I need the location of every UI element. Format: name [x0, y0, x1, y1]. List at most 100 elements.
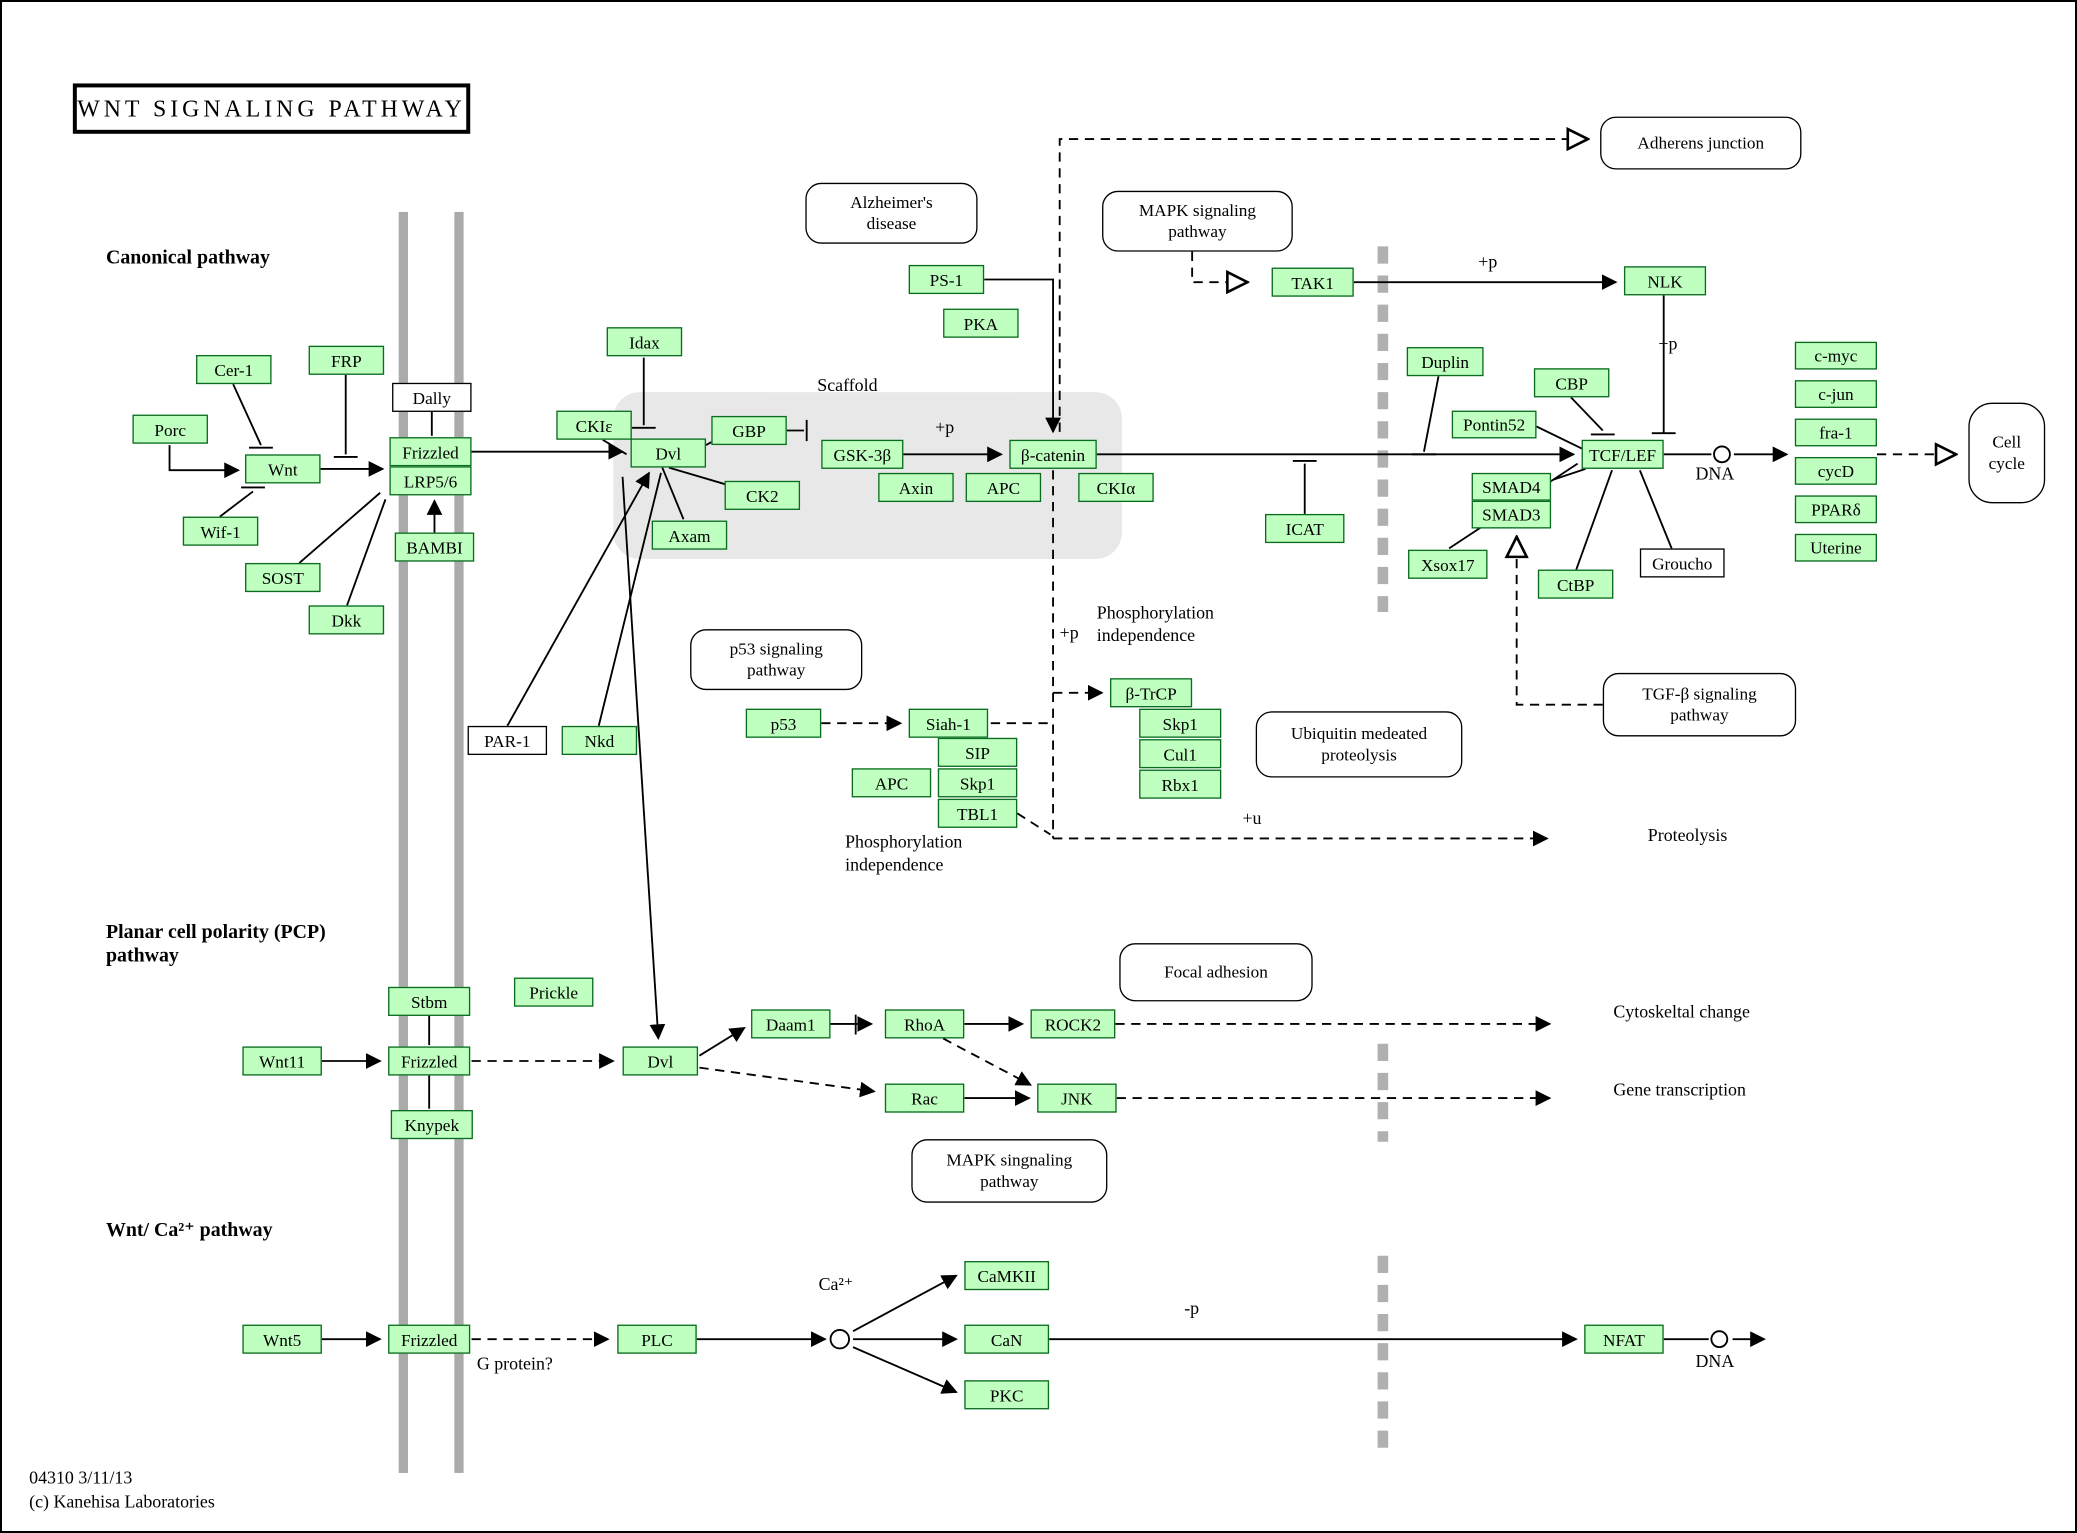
label-dna-bottom: DNA [1695, 1351, 1735, 1371]
label-proteolysis: Proteolysis [1647, 825, 1728, 846]
gene-porc[interactable]: Porc [132, 414, 208, 444]
edges-association [298, 411, 1673, 1109]
gene-knypek[interactable]: Knypek [390, 1110, 473, 1140]
label-minus-p: -p [1184, 1298, 1200, 1318]
gene-tak1[interactable]: TAK1 [1271, 267, 1354, 297]
gene-apc-scaffold[interactable]: APC [965, 472, 1042, 503]
gene-wnt11[interactable]: Wnt11 [242, 1046, 322, 1076]
gene-nfat[interactable]: NFAT [1584, 1324, 1664, 1354]
gene-pka[interactable]: PKA [943, 308, 1019, 338]
gene-groucho[interactable]: Groucho [1639, 548, 1725, 578]
gene-dvl-canonical[interactable]: Dvl [630, 438, 707, 468]
gene-xsox17[interactable]: Xsox17 [1408, 549, 1488, 579]
gene-dally[interactable]: Dally [392, 382, 472, 412]
footer-map-id: 04310 3/11/13 [29, 1467, 133, 1488]
gene-cki-epsilon[interactable]: CKIε [556, 410, 632, 440]
gene-c-myc[interactable]: c-myc [1794, 341, 1877, 370]
gene-axam[interactable]: Axam [651, 520, 728, 550]
gene-can[interactable]: CaN [964, 1324, 1050, 1354]
gene-nkd[interactable]: Nkd [561, 725, 638, 756]
gene-cki-alpha[interactable]: CKIα [1078, 472, 1154, 503]
edges-dashed-arrows [471, 470, 1552, 1348]
label-canonical-pathway: Canonical pathway [105, 247, 270, 269]
dna-circle-top [1713, 445, 1731, 464]
label-dna-top: DNA [1695, 463, 1735, 484]
gene-frp[interactable]: FRP [308, 345, 385, 375]
gene-ppard[interactable]: PPARδ [1794, 495, 1877, 524]
gene-siah-1[interactable]: Siah-1 [908, 708, 989, 738]
gene-smad4[interactable]: SMAD4 [1471, 472, 1552, 501]
label-plus-p-nlk: +p [1658, 333, 1678, 354]
gene-pkc[interactable]: PKC [964, 1380, 1050, 1410]
pathway-p53-signaling[interactable]: p53 signaling pathway [690, 629, 863, 691]
gene-duplin[interactable]: Duplin [1406, 347, 1484, 377]
gene-frizzled-canonical[interactable]: Frizzled [389, 437, 472, 467]
label-ca2: Ca²⁺ [818, 1274, 854, 1295]
gene-smad3[interactable]: SMAD3 [1471, 500, 1552, 529]
footer-copyright: (c) Kanehisa Laboratories [29, 1491, 215, 1512]
gene-stbm[interactable]: Stbm [388, 986, 471, 1016]
gene-p53[interactable]: p53 [745, 708, 822, 738]
gene-gbp[interactable]: GBP [711, 415, 787, 446]
gene-nlk[interactable]: NLK [1623, 266, 1707, 296]
gene-par-1[interactable]: PAR-1 [467, 725, 548, 756]
label-pcp-pathway: Planar cell polarity (PCP) pathway [105, 921, 326, 967]
gene-skp1-a[interactable]: Skp1 [1139, 708, 1222, 738]
label-plus-p-gsk: +p [935, 417, 955, 438]
pathway-tgfb-signaling[interactable]: TGF-β signaling pathway [1602, 672, 1797, 737]
gene-uterine[interactable]: Uterine [1794, 533, 1877, 562]
gene-cycd[interactable]: cycD [1794, 456, 1877, 485]
gene-b-trcp[interactable]: β-TrCP [1110, 678, 1193, 708]
gene-ctbp[interactable]: CtBP [1537, 569, 1614, 599]
gene-axin[interactable]: Axin [878, 472, 954, 503]
gene-wnt5[interactable]: Wnt5 [242, 1324, 322, 1354]
gene-daam1[interactable]: Daam1 [751, 1009, 831, 1039]
gene-ps-1[interactable]: PS-1 [908, 264, 985, 295]
gene-dvl-pcp[interactable]: Dvl [622, 1046, 699, 1076]
gene-jnk[interactable]: JNK [1037, 1083, 1117, 1113]
gene-idax[interactable]: Idax [606, 327, 683, 357]
gene-sip[interactable]: SIP [937, 737, 1018, 767]
gene-pontin52[interactable]: Pontin52 [1451, 410, 1537, 439]
gene-bambi[interactable]: BAMBI [394, 532, 475, 562]
gene-gsk-3b[interactable]: GSK-3β [821, 439, 904, 469]
gene-tbl1[interactable]: TBL1 [937, 798, 1018, 828]
gene-dkk[interactable]: Dkk [308, 605, 385, 635]
gene-prickle[interactable]: Prickle [513, 977, 594, 1007]
dna-circle-bottom [1710, 1330, 1729, 1349]
pathway-ubiquitin-proteolysis[interactable]: Ubiquitin medeated proteolysis [1255, 711, 1463, 778]
gene-rock2[interactable]: ROCK2 [1030, 1009, 1116, 1039]
gene-wif-1[interactable]: Wif-1 [182, 516, 259, 546]
pathway-alzheimers-disease[interactable]: Alzheimer's disease [805, 182, 978, 244]
gene-sost[interactable]: SOST [245, 562, 321, 593]
gene-plc[interactable]: PLC [617, 1324, 697, 1354]
pathway-mapk-signaling-bottom[interactable]: MAPK singnaling pathway [911, 1139, 1108, 1203]
gene-rac[interactable]: Rac [884, 1083, 965, 1113]
gene-frizzled-ca[interactable]: Frizzled [388, 1324, 471, 1354]
gene-lrp5-6[interactable]: LRP5/6 [389, 466, 472, 496]
gene-wnt[interactable]: Wnt [245, 454, 321, 484]
gene-c-jun[interactable]: c-jun [1794, 380, 1877, 408]
gene-ck2[interactable]: CK2 [724, 480, 801, 510]
gene-b-catenin[interactable]: β-catenin [1009, 439, 1097, 469]
pathway-adherens-junction[interactable]: Adherens junction [1600, 116, 1802, 170]
gene-camkii[interactable]: CaMKII [964, 1261, 1050, 1291]
pathway-focal-adhesion[interactable]: Focal adhesion [1119, 943, 1313, 1002]
edges-inhibition [219, 295, 1676, 518]
edges-map-links [1058, 139, 1955, 706]
gene-fra-1[interactable]: fra-1 [1794, 418, 1877, 447]
pathway-mapk-signaling-top[interactable]: MAPK signaling pathway [1102, 190, 1293, 252]
gene-skp1-b[interactable]: Skp1 [937, 768, 1018, 798]
gene-apc-siah[interactable]: APC [851, 768, 932, 798]
gene-tcf-lef[interactable]: TCF/LEF [1581, 439, 1664, 469]
gene-cbp[interactable]: CBP [1533, 368, 1610, 398]
gene-cul1[interactable]: Cul1 [1139, 739, 1222, 769]
gene-rbx1[interactable]: Rbx1 [1139, 769, 1222, 799]
gene-icat[interactable]: ICAT [1264, 513, 1345, 544]
gene-cer-1[interactable]: Cer-1 [196, 354, 272, 385]
pathway-cell-cycle[interactable]: Cell cycle [1968, 402, 2046, 504]
label-phos-indep-bottom: Phosphorylation independence [845, 831, 963, 875]
gene-frizzled-pcp[interactable]: Frizzled [388, 1046, 471, 1076]
gene-rhoa[interactable]: RhoA [884, 1009, 965, 1039]
